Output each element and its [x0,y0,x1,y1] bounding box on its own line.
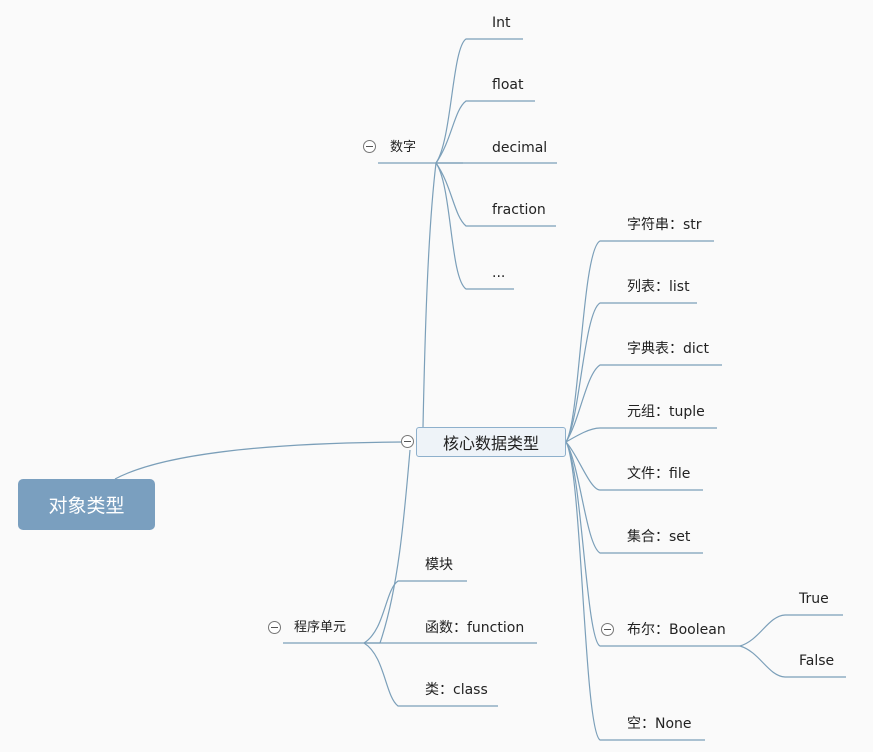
program-unit-function[interactable]: 函数：function [425,620,525,636]
core-type-file[interactable]: 文件：file [627,466,691,482]
boolean-true[interactable]: True [799,591,829,607]
core-type-dict[interactable]: 字典表：dict [627,341,709,357]
core-type-str[interactable]: 字符串：str [627,217,702,233]
core-type-set[interactable]: 集合：set [627,529,691,545]
number-item-float[interactable]: float [492,77,524,93]
program-unit-module[interactable]: 模块 [425,557,453,573]
number-item-more[interactable]: ... [492,265,506,281]
core-type-tuple[interactable]: 元组：tuple [627,404,705,420]
root-node[interactable]: 对象类型 [18,479,155,530]
program-unit-class[interactable]: 类：class [425,682,488,698]
core-type-list[interactable]: 列表：list [627,279,690,295]
central-collapse-icon[interactable] [401,435,414,448]
program-units-node[interactable]: 程序单元 [294,620,347,635]
core-type-none[interactable]: 空：None [627,716,692,732]
central-label: 核心数据类型 [442,434,539,453]
root-label: 对象类型 [48,495,125,517]
numbers-node[interactable]: 数字 [390,140,417,155]
number-item-fraction[interactable]: fraction [492,202,546,218]
boolean-collapse-icon[interactable] [601,623,614,636]
boolean-false[interactable]: False [799,653,835,669]
program-units-collapse-icon[interactable] [268,621,281,634]
number-item-decimal[interactable]: decimal [492,140,548,156]
number-item-int[interactable]: Int [492,15,511,31]
boolean-node[interactable]: 布尔：Boolean [627,622,726,638]
central-node[interactable]: 核心数据类型 [416,427,566,457]
numbers-collapse-icon[interactable] [363,140,376,153]
